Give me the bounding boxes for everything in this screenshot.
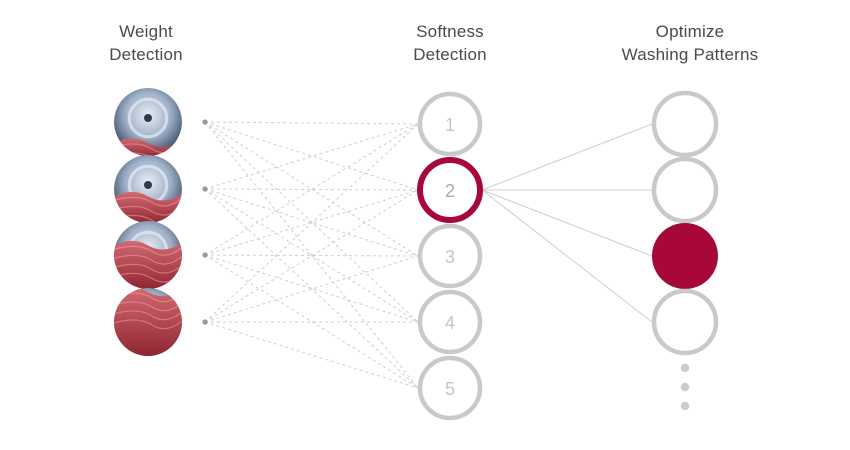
softness-number: 3 [445, 247, 455, 267]
selected-softness-circle [417, 157, 483, 223]
softness-to-pattern-line [481, 123, 653, 191]
weight-to-softness-line [204, 255, 419, 323]
ellipsis-dot [680, 363, 690, 373]
weight-output-dot [202, 119, 208, 125]
pattern-circle [651, 288, 719, 356]
softness-level-3: 3 [417, 223, 483, 289]
softness-number: 1 [445, 115, 455, 135]
weight-level-1 [114, 88, 208, 156]
ellipsis-dot [680, 382, 690, 392]
weight-to-softness-line [204, 123, 419, 190]
softness-circle [417, 223, 483, 289]
softness-detection-title: Softness Detection [413, 22, 487, 64]
weight-output-dot [202, 319, 208, 325]
optimize-washing-patterns-title: Optimize Washing Patterns [621, 22, 759, 64]
weight-to-softness-line [204, 121, 419, 323]
softness-circle [417, 355, 483, 421]
pattern-circle [651, 90, 719, 158]
weight-level-3 [114, 221, 208, 289]
weight-to-softness-line [204, 254, 419, 323]
softness-number: 5 [445, 379, 455, 399]
softness-to-pattern-line [481, 189, 653, 323]
softness-circle [417, 91, 483, 157]
softness-number: 4 [445, 313, 455, 333]
softness-column: 1 2 3 4 5 [417, 91, 483, 421]
weight-to-softness-line [204, 121, 419, 125]
softness-to-pattern-line [481, 189, 653, 257]
weight-to-softness-line [204, 121, 419, 191]
softness-circle [417, 289, 483, 355]
weight-level-4 [114, 288, 208, 356]
weight-to-softness-line [204, 188, 419, 389]
weight-to-softness-line [204, 123, 419, 323]
weight-output-dot [202, 186, 208, 192]
weight-level-2 [114, 155, 208, 223]
softness-number: 2 [445, 181, 455, 201]
more-patterns-ellipsis [680, 363, 690, 411]
weight-output-dot [202, 252, 208, 258]
patterns-column [651, 90, 719, 411]
ellipsis-dot [680, 401, 690, 411]
weight-to-softness-line [204, 321, 419, 389]
softness-level-5: 5 [417, 355, 483, 421]
selected-pattern-circle [652, 223, 718, 289]
weight-to-softness-line [204, 188, 419, 257]
weight-detection-title: Weight Detection [109, 22, 183, 64]
fabric-image [114, 240, 182, 289]
pattern-circle [651, 156, 719, 224]
fabric-image [114, 191, 182, 223]
softness-level-2: 2 [417, 157, 483, 223]
softness-level-4: 4 [417, 289, 483, 355]
weight-to-softness-line [204, 121, 419, 389]
connection-lines [204, 121, 653, 389]
weight-to-softness-line [204, 189, 419, 256]
softness-level-1: 1 [417, 91, 483, 157]
weight-column [114, 88, 208, 356]
